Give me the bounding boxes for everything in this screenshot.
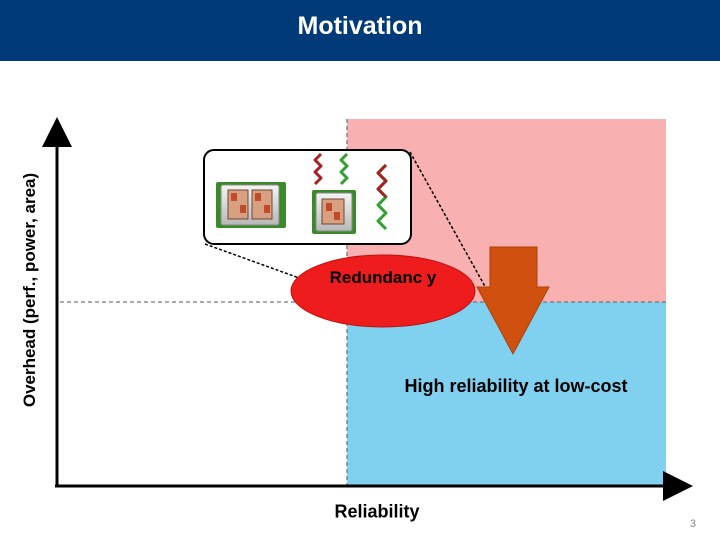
down-arrow-icon (476, 246, 550, 356)
wave-green-short-icon (339, 152, 349, 186)
redundancy-ellipse (290, 254, 476, 328)
wave-red-short-icon (313, 152, 323, 186)
goal-label: High reliability at low-cost (404, 376, 628, 396)
redundancy-label: Redundanc y (329, 268, 437, 287)
y-axis-label: Overhead (perf., power, area) (20, 172, 39, 408)
wave-multicolor-red-segment-icon (376, 163, 388, 199)
title-bar (0, 0, 720, 61)
slide-title: Motivation (297, 12, 423, 40)
page-number: 3 (689, 518, 696, 530)
x-axis-label: Reliability (334, 501, 420, 522)
callout-leader-right (409, 151, 488, 291)
single-core-chip-icon (312, 190, 356, 234)
dual-core-chip-icon (216, 182, 286, 228)
